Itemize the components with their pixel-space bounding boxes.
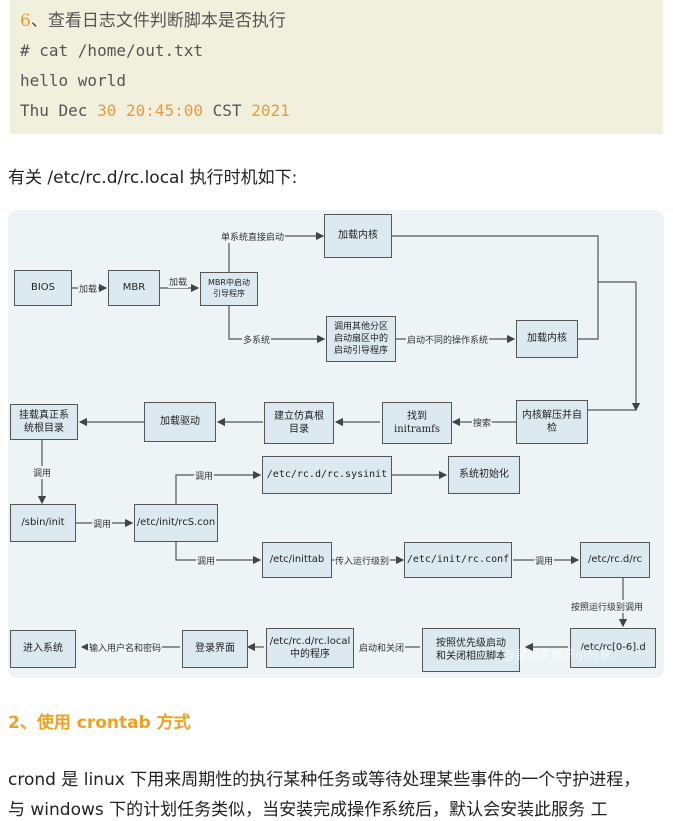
code-block: 6、查看日志文件判断脚本是否执行 # cat /home/out.txt hel… (10, 0, 663, 134)
label-call-5: 调用 (534, 554, 555, 567)
box-build-fake-root: 建立仿真根 目录 (264, 402, 334, 444)
code-command: # cat /home/out.txt (20, 41, 204, 60)
box-mbr: MBR (108, 270, 160, 306)
box-rc-conf: /etc/init/rc.conf (404, 542, 512, 578)
label-start-different-os: 启动不同的操作系统 (406, 333, 490, 346)
label-search: 搜索 (472, 416, 493, 429)
step-title: 、查看日志文件判断脚本是否执行 (30, 11, 286, 31)
box-rc-sysinit: /etc/rc.d/rc.sysinit (262, 456, 392, 494)
intro-paragraph: 有关 /etc/rc.d/rc.local 执行时机如下: (8, 168, 298, 188)
label-by-runlevel: 按照运行级别调用 (570, 600, 645, 613)
box-priority-start: 按照优先级启动 和关闭相应脚本 (422, 628, 520, 672)
label-load-2: 加载 (168, 275, 189, 288)
step-number: 6 (20, 11, 31, 31)
body-line-1: crond 是 linux 下用来周期性的执行某种任务或等待处理某些事件的一个守… (8, 770, 641, 790)
box-rc-0-6: /etc/rc[0-6].d (570, 628, 656, 668)
box-bios: BIOS (14, 270, 72, 306)
box-mount-real-root: 挂载真正系 统根目录 (10, 404, 78, 440)
box-inittab: /etc/inittab (262, 542, 332, 578)
box-load-kernel-1: 加载内核 (324, 214, 392, 258)
box-load-driver: 加载驱动 (144, 402, 216, 442)
box-sbin-init: /sbin/init (10, 504, 76, 542)
label-call-2: 调用 (92, 517, 113, 530)
label-load: 加载 (78, 282, 99, 295)
label-call-3: 调用 (194, 469, 215, 482)
label-call-4: 调用 (196, 554, 217, 567)
label-call-1: 调用 (32, 466, 53, 479)
date-tz: CST (203, 101, 252, 120)
date-year: 2021 (251, 101, 290, 120)
label-pass-runlevel: 传入运行级别 (334, 554, 391, 567)
label-single-system: 单系统直接启动 (220, 230, 286, 243)
box-rc-local: /etc/rc.d/rc.local 中的程序 (266, 628, 354, 668)
label-multi-system: 多系统 (242, 333, 272, 346)
box-load-kernel-2: 加载内核 (516, 320, 578, 358)
label-start-and-close: 启动和关闭 (358, 641, 406, 654)
box-mbr-boot-loader: MBR中启动 引导程序 (200, 272, 258, 306)
box-rc-d-rc: /etc/rc.d/rc (580, 542, 650, 578)
boot-flow-diagram: BIOS MBR MBR中启动 引导程序 加载内核 调用其他分区 启动扇区中的 … (8, 210, 664, 678)
body-line-2: 与 windows 下的计划任务类似，当安装完成操作系统后，默认会安装此服务 工 (8, 800, 608, 820)
date-day: 30 (97, 101, 117, 120)
code-title: 6、查看日志文件判断脚本是否执行 (20, 6, 663, 36)
date-time: 20:45:00 (125, 101, 204, 120)
section-heading: 2、使用 crontab 方式 (8, 713, 191, 733)
date-prefix: Thu Dec (20, 101, 98, 120)
box-find-initramfs: 找到 initramfs (382, 402, 452, 444)
code-output-date: Thu Dec 30 20:45:00 CST 2021 (20, 96, 663, 126)
box-login-ui: 登录界面 (182, 630, 248, 668)
diagram-connectors (37, 231, 641, 652)
code-output-hello: hello world (20, 71, 126, 90)
watermark: @星比天照乐小分享 (503, 648, 612, 662)
box-rcs-conf: /etc/init/rcS.con (134, 504, 218, 542)
label-input-user: 输入用户名和密码 (88, 641, 163, 654)
box-unpack-kernel: 内核解压并自 检 (516, 400, 588, 444)
box-system-init: 系统初始化 (448, 456, 520, 494)
box-call-other-partition: 调用其他分区 启动扇区中的 启动引导程序 (326, 316, 396, 362)
box-enter-system: 进入系统 (10, 630, 76, 668)
